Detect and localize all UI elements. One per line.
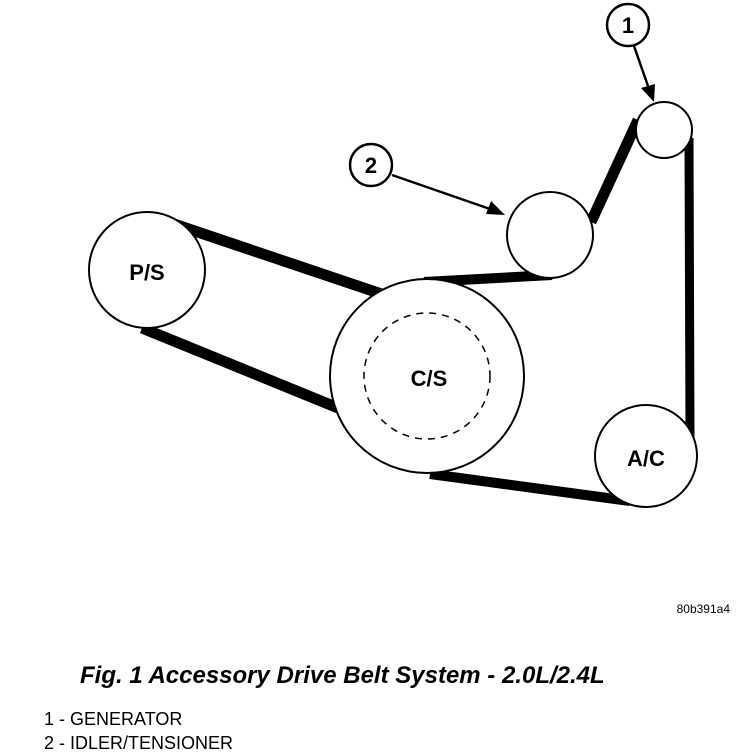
- idler-pulley-circle: [506, 191, 594, 279]
- generator-pulley-circle: [635, 101, 693, 159]
- callout-2-circle: [348, 142, 394, 188]
- callout-1-circle: [605, 2, 651, 48]
- ps-pulley-circle: [88, 211, 206, 329]
- figure-caption: Fig. 1 Accessory Drive Belt System - 2.0…: [80, 662, 605, 689]
- legend-item-1: 1 - GENERATOR: [44, 709, 183, 729]
- callout-2-number: 2: [365, 153, 377, 178]
- ac-pulley-label: A/C: [627, 446, 665, 471]
- generator-pulley: [635, 101, 693, 159]
- cs-pulley-circle: [329, 278, 525, 474]
- callout-2: 2: [348, 142, 505, 215]
- belt-diagram: P/S C/S A/C 1 2: [88, 2, 698, 508]
- belt-generator-to-ac: [684, 137, 695, 441]
- callout-1: 1: [605, 2, 655, 102]
- ac-pulley-circle: [594, 404, 698, 508]
- callout-1-arrowhead: [641, 84, 655, 102]
- belt-cs-to-ac: [429, 469, 631, 506]
- callout-2-leader: [391, 173, 491, 211]
- callout-1-number: 1: [622, 13, 634, 38]
- ac-pulley: A/C: [594, 404, 698, 508]
- legend-item-2: 2 - IDLER/TENSIONER: [44, 733, 234, 753]
- figure-reference-code: 80b391a4: [676, 602, 730, 616]
- cs-pulley: C/S: [329, 278, 525, 474]
- legend: 1 - GENERATOR 2 - IDLER/TENSIONER: [44, 707, 233, 755]
- belt-idler-to-generator: [586, 117, 643, 225]
- cs-pulley-label: C/S: [411, 366, 448, 391]
- cs-inner-dashed-circle: [363, 312, 491, 440]
- idler-pulley: [506, 191, 594, 279]
- callout-1-leader: [632, 45, 650, 87]
- callout-2-arrowhead: [486, 201, 505, 215]
- ps-pulley-label: P/S: [129, 260, 164, 285]
- ps-pulley: P/S: [88, 211, 206, 329]
